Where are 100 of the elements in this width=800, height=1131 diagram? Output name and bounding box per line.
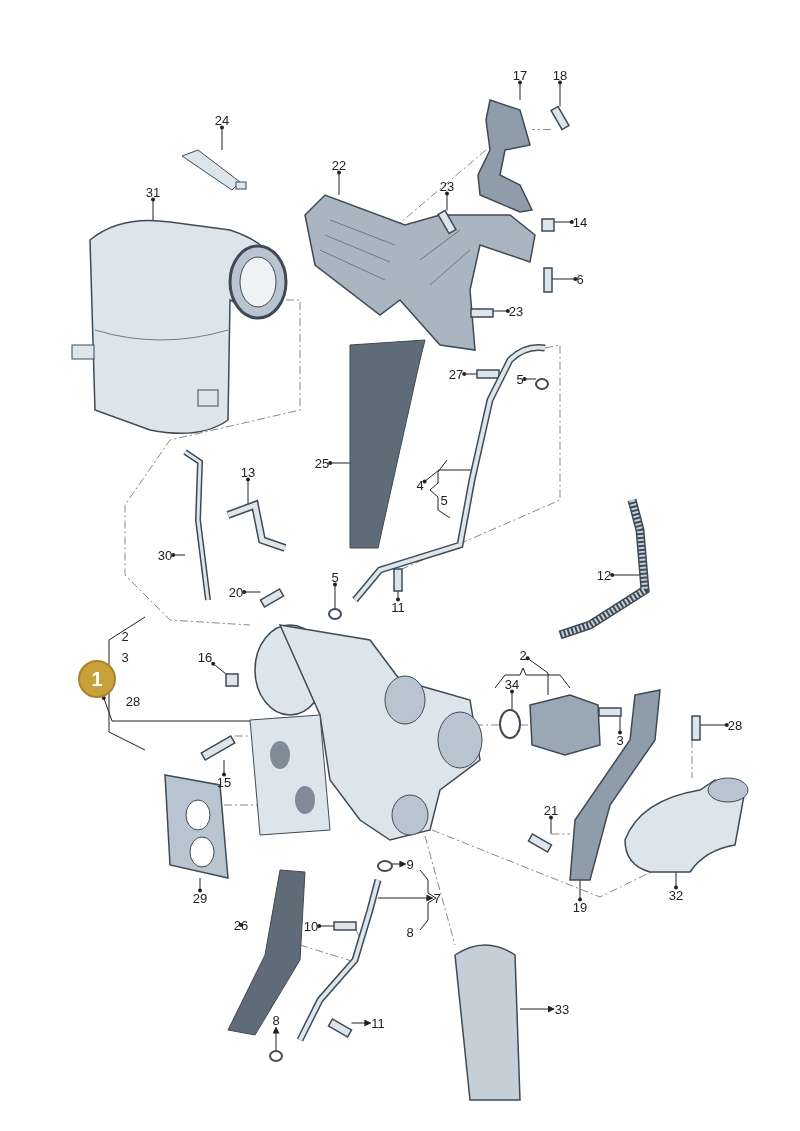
leader-line [519, 1005, 555, 1013]
leader-line [317, 924, 335, 928]
callout-number: 8 [405, 924, 415, 940]
actuator-drawing [529, 694, 601, 756]
catalytic-converter-drawing [71, 219, 288, 435]
leader-line [328, 461, 351, 465]
bracket-drawing [569, 689, 661, 881]
leader-line [558, 80, 562, 107]
bolt-drawing [691, 715, 701, 741]
pipe-drawing [226, 499, 287, 552]
leader-line [462, 372, 478, 376]
tube-drawing [181, 149, 247, 191]
callout-number: 16 [196, 649, 214, 665]
leader-line [674, 871, 678, 890]
hose-drawing [454, 944, 521, 1101]
callout-number: 29 [191, 890, 209, 906]
leader-line [337, 170, 341, 196]
assembly-line [531, 129, 552, 130]
leader-line [211, 661, 227, 675]
callout-number: 8 [271, 1012, 281, 1028]
callout-number: 14 [571, 214, 589, 230]
heat-shield-drawing [304, 194, 536, 351]
heat-shield-drawing [227, 869, 306, 1036]
callout-number: 20 [227, 584, 245, 600]
leader-line [198, 877, 202, 893]
callout-number: 10 [302, 918, 320, 934]
leader-line [549, 815, 553, 835]
elbow-pipe-drawing [624, 777, 749, 873]
o-ring-drawing [499, 709, 521, 739]
oxygen-sensor-drawing [183, 449, 211, 601]
leader-line [220, 125, 224, 151]
callout-number: 5 [515, 371, 525, 387]
callout-number: 7 [432, 890, 442, 906]
leader-line [333, 582, 337, 610]
callout-number: 33 [553, 1001, 571, 1017]
leader-line [246, 477, 250, 506]
leader-line [396, 590, 400, 602]
nut-drawing [541, 218, 555, 232]
oil-pipe-drawing [352, 344, 546, 603]
leader-line [492, 309, 510, 313]
leader-line [242, 590, 261, 594]
callout-number: 4 [415, 477, 425, 493]
leader-line [522, 377, 537, 381]
assembly-line [124, 299, 301, 626]
o-ring-drawing [328, 608, 342, 620]
callout-number: 11 [370, 1015, 386, 1031]
callout-number: 19 [571, 899, 589, 915]
leader-line [171, 553, 186, 557]
leader-line [699, 723, 729, 727]
callout-number: 13 [239, 464, 257, 480]
callout-badge: 1 [78, 660, 116, 698]
flange-gasket-drawing [164, 774, 229, 879]
callout-number: 11 [390, 599, 406, 615]
callout-number: 23 [507, 303, 525, 319]
callout-number: 15 [215, 774, 233, 790]
oil-pipe-drawing [296, 879, 382, 1042]
bracket-drawing [477, 99, 534, 213]
callout-number: 2 [120, 628, 130, 644]
leader-line [553, 220, 574, 224]
leader-line [578, 879, 582, 902]
callout-number: 25 [313, 455, 331, 471]
bolt-drawing [598, 707, 622, 717]
callout-number: 30 [156, 547, 174, 563]
callout-number: 18 [551, 67, 569, 83]
assembly-line [691, 739, 693, 779]
callout-number: 26 [232, 917, 250, 933]
hose-drawing [558, 498, 650, 640]
callout-number: 28 [124, 693, 142, 709]
leader-line [151, 197, 155, 221]
callout-number: 3 [120, 649, 130, 665]
callout-number: 34 [503, 676, 521, 692]
callout-number: 31 [144, 184, 162, 200]
callout-number: 2 [518, 647, 528, 663]
leader-line [445, 191, 449, 211]
callout-number: 3 [615, 732, 625, 748]
leader-line [391, 860, 407, 868]
callout-number: 27 [447, 366, 465, 382]
assembly-line [519, 724, 531, 726]
leader-line [618, 715, 622, 735]
callout-number: 21 [542, 802, 560, 818]
assembly-line [424, 835, 456, 946]
callout-number: 32 [667, 887, 685, 903]
callout-number: 5 [330, 569, 340, 585]
callout-number: 23 [438, 178, 456, 194]
o-ring-drawing [377, 860, 393, 872]
assembly-line [399, 149, 487, 224]
leader-line [222, 759, 226, 777]
stud-drawing [543, 267, 553, 293]
callout-number: 24 [213, 112, 231, 128]
nut-drawing [225, 673, 239, 687]
assembly-line [401, 344, 561, 570]
leader-line [510, 689, 514, 711]
callout-number: 17 [511, 67, 529, 83]
leader-line [239, 923, 243, 927]
bolt-drawing [470, 308, 494, 318]
leader-line [351, 1019, 372, 1027]
leader-line [101, 696, 251, 722]
callout-number: 9 [405, 856, 415, 872]
callout-number: 6 [575, 271, 585, 287]
leader-line [272, 1026, 280, 1052]
